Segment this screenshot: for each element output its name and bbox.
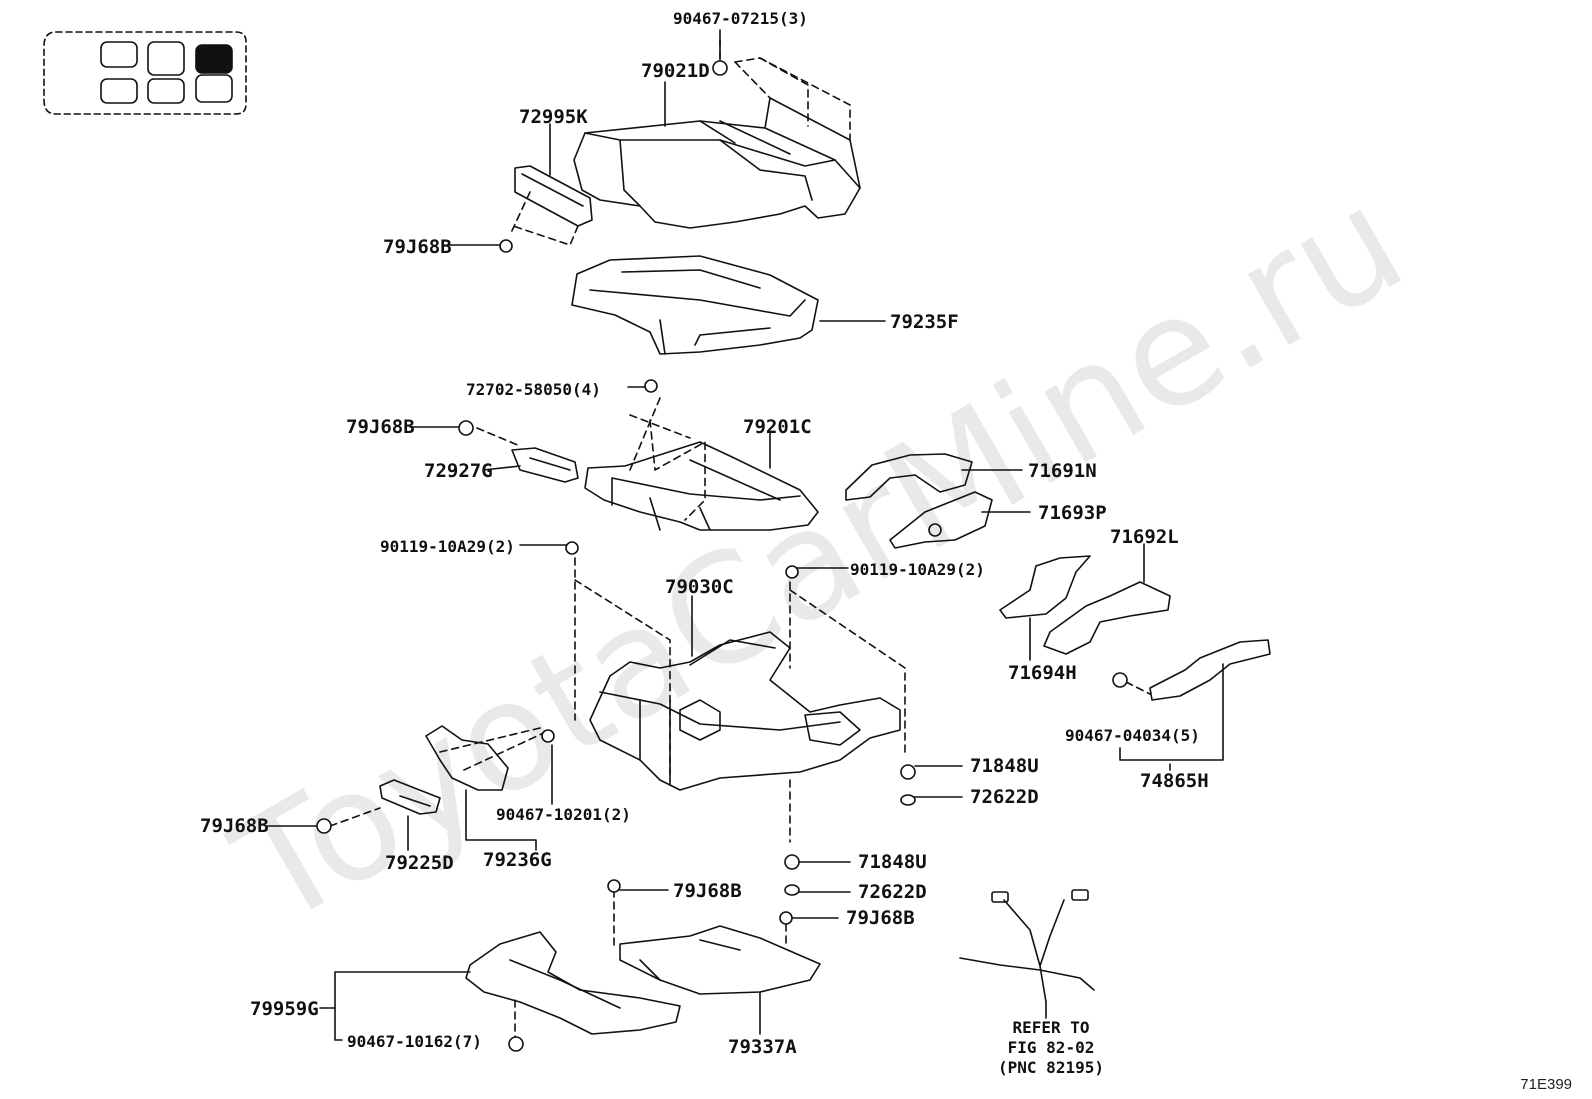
cushion-pad	[571, 255, 819, 355]
part-label[interactable]: 71848U	[970, 755, 1039, 777]
reference-note-line[interactable]: FIG 82-02	[1007, 1038, 1095, 1057]
part-label[interactable]: 90467-07215(3)	[673, 9, 808, 28]
part-label[interactable]: 90119-10A29(2)	[850, 560, 985, 579]
part-label[interactable]: 79959G	[250, 998, 319, 1020]
part-label[interactable]: 79J68B	[200, 815, 269, 837]
part-label[interactable]: 90467-04034(5)	[1065, 726, 1200, 745]
bracket-71694h	[999, 555, 1091, 619]
part-label[interactable]: 72622D	[970, 786, 1039, 808]
cover-79337a	[619, 925, 821, 995]
reinforcement-74865h	[1149, 639, 1271, 701]
part-label[interactable]: 79J68B	[383, 236, 452, 258]
bracket-71692l	[1043, 581, 1171, 655]
side-cover	[514, 165, 593, 227]
wire-harness	[959, 889, 1095, 1003]
part-label[interactable]: 72702-58050(4)	[466, 380, 601, 399]
cover-79959g	[465, 931, 681, 1035]
leader-lines	[267, 29, 1224, 1041]
part-label[interactable]: 71694H	[1008, 662, 1077, 684]
fasteners	[316, 60, 1128, 1052]
part-label[interactable]: 79201C	[743, 416, 812, 438]
reference-note-line: (PNC 82195)	[998, 1058, 1104, 1077]
reference-note: REFER TO FIG 82-02 (PNC 82195)	[986, 1018, 1116, 1078]
diagram-code: 71E399	[1520, 1076, 1572, 1093]
cover-79225d	[379, 779, 441, 815]
side-bracket	[511, 447, 579, 483]
part-label[interactable]: 72622D	[858, 881, 927, 903]
part-label[interactable]: 79225D	[385, 852, 454, 874]
seat-cushion-cover	[573, 97, 861, 229]
part-label[interactable]: 71693P	[1038, 502, 1107, 524]
cover-79236g	[425, 725, 509, 791]
part-label[interactable]: 71692L	[1110, 526, 1179, 548]
part-label[interactable]: 79337A	[728, 1036, 797, 1058]
part-label[interactable]: 79235F	[890, 311, 959, 333]
cover-71693p	[889, 491, 993, 549]
cover-71691n	[845, 453, 973, 501]
part-label[interactable]: 79030C	[665, 576, 734, 598]
part-label[interactable]: 71691N	[1028, 460, 1097, 482]
reference-note-line: REFER TO	[1012, 1018, 1090, 1037]
part-label[interactable]: 71848U	[858, 851, 927, 873]
part-label[interactable]: 79021D	[641, 60, 710, 82]
part-label[interactable]: 90467-10162(7)	[347, 1032, 482, 1051]
part-label[interactable]: 79J68B	[346, 416, 415, 438]
cushion-frame	[584, 441, 819, 531]
part-label[interactable]: 74865H	[1140, 770, 1209, 792]
part-label[interactable]: 90119-10A29(2)	[380, 537, 515, 556]
part-label[interactable]: 72995K	[519, 106, 588, 128]
part-label[interactable]: 90467-10201(2)	[496, 805, 631, 824]
seat-position-locator-icon	[43, 31, 247, 115]
part-label[interactable]: 79236G	[483, 849, 552, 871]
adjuster-frame	[589, 631, 901, 791]
part-label[interactable]: 72927G	[424, 460, 493, 482]
part-label[interactable]: 79J68B	[673, 880, 742, 902]
part-label[interactable]: 79J68B	[846, 907, 915, 929]
